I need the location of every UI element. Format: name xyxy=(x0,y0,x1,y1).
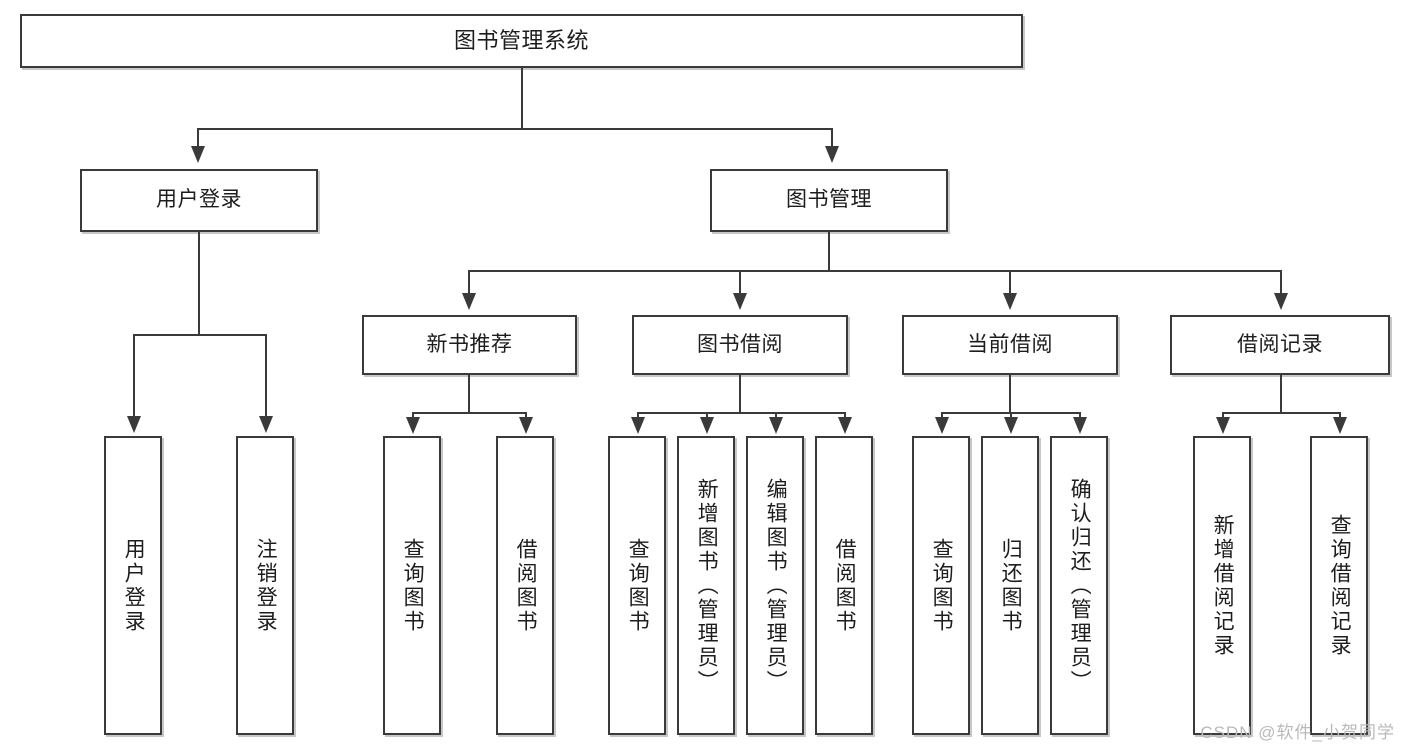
arrow-new-book-to-leaf-1 xyxy=(406,417,420,434)
arrow-user-login-to-leaf-1 xyxy=(127,416,141,433)
node-label: 借阅记录 xyxy=(1237,332,1323,356)
arrow-book-mgmt-to-lvl3-3 xyxy=(1003,293,1017,310)
arrow-book-borrow-to-leaf-3 xyxy=(769,417,783,434)
connector-borrow-record-to-leaf-1 xyxy=(1222,412,1224,419)
leaf-user-login-signin[interactable]: 用户登录 xyxy=(104,436,162,735)
connector-current-borrow-to-leaf-1 xyxy=(941,412,943,419)
leaf-book-borrow-query[interactable]: 查询图书 xyxy=(608,436,666,735)
leaf-current-borrow-return[interactable]: 归还图书 xyxy=(981,436,1039,735)
node-label: 归还图书 xyxy=(999,537,1023,634)
node-root-system[interactable]: 图书管理系统 xyxy=(20,14,1023,68)
leaf-book-borrow-add-admin[interactable]: 新增图书（管理员） xyxy=(677,436,735,735)
connector-book-borrow-to-leaf-1 xyxy=(637,412,639,419)
node-label: 查询图书 xyxy=(626,537,650,634)
connector-root-stem xyxy=(521,68,523,128)
node-label: 借阅图书 xyxy=(833,537,857,634)
connector-book-borrow-to-leaf-4 xyxy=(844,412,846,419)
node-label: 查询图书 xyxy=(401,537,425,634)
node-label: 用户登录 xyxy=(122,537,146,634)
connector-borrow-record-stem xyxy=(1280,375,1282,412)
connector-book-mgmt-stem xyxy=(828,232,830,270)
node-label: 图书管理 xyxy=(786,188,872,212)
arrow-user-login-to-leaf-2 xyxy=(259,416,273,433)
node-current-borrow[interactable]: 当前借阅 xyxy=(902,315,1118,375)
node-label: 图书借阅 xyxy=(697,332,783,356)
connector-book-mgmt-to-lvl3-1 xyxy=(468,270,470,295)
node-label: 图书管理系统 xyxy=(453,28,589,54)
connector-book-borrow-stem xyxy=(739,375,741,412)
connector-root-to-book-mgmt xyxy=(831,128,833,148)
node-new-book-recommend[interactable]: 新书推荐 xyxy=(362,315,577,375)
connector-user-login-busbar xyxy=(133,334,265,336)
node-label: 确认归还（管理员） xyxy=(1068,477,1092,694)
arrow-root-to-book-mgmt xyxy=(825,146,839,163)
arrow-book-borrow-to-leaf-1 xyxy=(631,417,645,434)
arrow-book-mgmt-to-lvl3-4 xyxy=(1274,293,1288,310)
arrow-root-to-user-login xyxy=(191,146,205,163)
arrow-book-mgmt-to-lvl3-2 xyxy=(733,293,747,310)
connector-borrow-record-to-leaf-2 xyxy=(1339,412,1341,419)
arrow-new-book-to-leaf-2 xyxy=(519,417,533,434)
arrow-borrow-record-to-leaf-2 xyxy=(1333,417,1347,434)
leaf-book-borrow-edit-admin[interactable]: 编辑图书（管理员） xyxy=(746,436,804,735)
node-book-borrow[interactable]: 图书借阅 xyxy=(632,315,848,375)
connector-book-mgmt-to-lvl3-2 xyxy=(739,270,741,295)
arrow-current-borrow-to-leaf-2 xyxy=(1004,417,1018,434)
node-label: 注销登录 xyxy=(254,537,278,634)
node-label: 新书推荐 xyxy=(426,332,513,356)
connector-root-busbar xyxy=(197,128,833,130)
node-borrow-record[interactable]: 借阅记录 xyxy=(1170,315,1390,375)
connector-user-login-stem xyxy=(198,232,200,334)
node-label: 查询图书 xyxy=(930,537,954,634)
connector-new-book-busbar xyxy=(412,412,525,414)
arrow-book-mgmt-to-lvl3-1 xyxy=(462,293,476,310)
connector-new-book-to-leaf-1 xyxy=(412,412,414,419)
leaf-borrow-record-add[interactable]: 新增借阅记录 xyxy=(1193,436,1251,735)
node-label: 新增借阅记录 xyxy=(1211,513,1235,658)
connector-book-mgmt-to-lvl3-3 xyxy=(1009,270,1011,295)
node-label: 用户登录 xyxy=(156,188,242,212)
leaf-book-borrow-borrow[interactable]: 借阅图书 xyxy=(815,436,873,735)
connector-book-borrow-to-leaf-3 xyxy=(775,412,777,419)
leaf-borrow-record-query[interactable]: 查询借阅记录 xyxy=(1310,436,1368,735)
connector-current-borrow-stem xyxy=(1009,375,1011,412)
connector-new-book-to-leaf-2 xyxy=(525,412,527,419)
connector-book-mgmt-to-lvl3-4 xyxy=(1280,270,1282,295)
connector-user-login-to-leaf-2 xyxy=(265,334,267,418)
leaf-current-borrow-confirm-admin[interactable]: 确认归还（管理员） xyxy=(1050,436,1108,735)
connector-borrow-record-busbar xyxy=(1222,412,1339,414)
csdn-watermark: CSDN @软件_小贺同学 xyxy=(1200,723,1395,742)
node-book-management[interactable]: 图书管理 xyxy=(710,169,948,232)
arrow-book-borrow-to-leaf-2 xyxy=(700,417,714,434)
connector-book-borrow-busbar xyxy=(637,412,844,414)
node-label: 借阅图书 xyxy=(514,537,538,634)
connector-new-book-stem xyxy=(468,375,470,412)
connector-current-borrow-to-leaf-2 xyxy=(1010,412,1012,419)
arrow-current-borrow-to-leaf-1 xyxy=(935,417,949,434)
leaf-new-book-query[interactable]: 查询图书 xyxy=(383,436,441,735)
arrow-current-borrow-to-leaf-3 xyxy=(1073,417,1087,434)
node-user-login[interactable]: 用户登录 xyxy=(80,169,318,232)
connector-book-borrow-to-leaf-2 xyxy=(706,412,708,419)
node-label: 当前借阅 xyxy=(967,332,1053,356)
connector-root-to-user-login xyxy=(197,128,199,148)
leaf-current-borrow-query[interactable]: 查询图书 xyxy=(912,436,970,735)
node-label: 编辑图书（管理员） xyxy=(764,477,788,694)
connector-book-mgmt-busbar xyxy=(468,270,1280,272)
node-label: 查询借阅记录 xyxy=(1328,513,1352,658)
leaf-new-book-borrow[interactable]: 借阅图书 xyxy=(496,436,554,735)
leaf-user-login-signout[interactable]: 注销登录 xyxy=(236,436,294,735)
connector-user-login-to-leaf-1 xyxy=(133,334,135,418)
connector-current-borrow-to-leaf-3 xyxy=(1079,412,1081,419)
node-label: 新增图书（管理员） xyxy=(695,477,719,694)
arrow-book-borrow-to-leaf-4 xyxy=(838,417,852,434)
arrow-borrow-record-to-leaf-1 xyxy=(1216,417,1230,434)
